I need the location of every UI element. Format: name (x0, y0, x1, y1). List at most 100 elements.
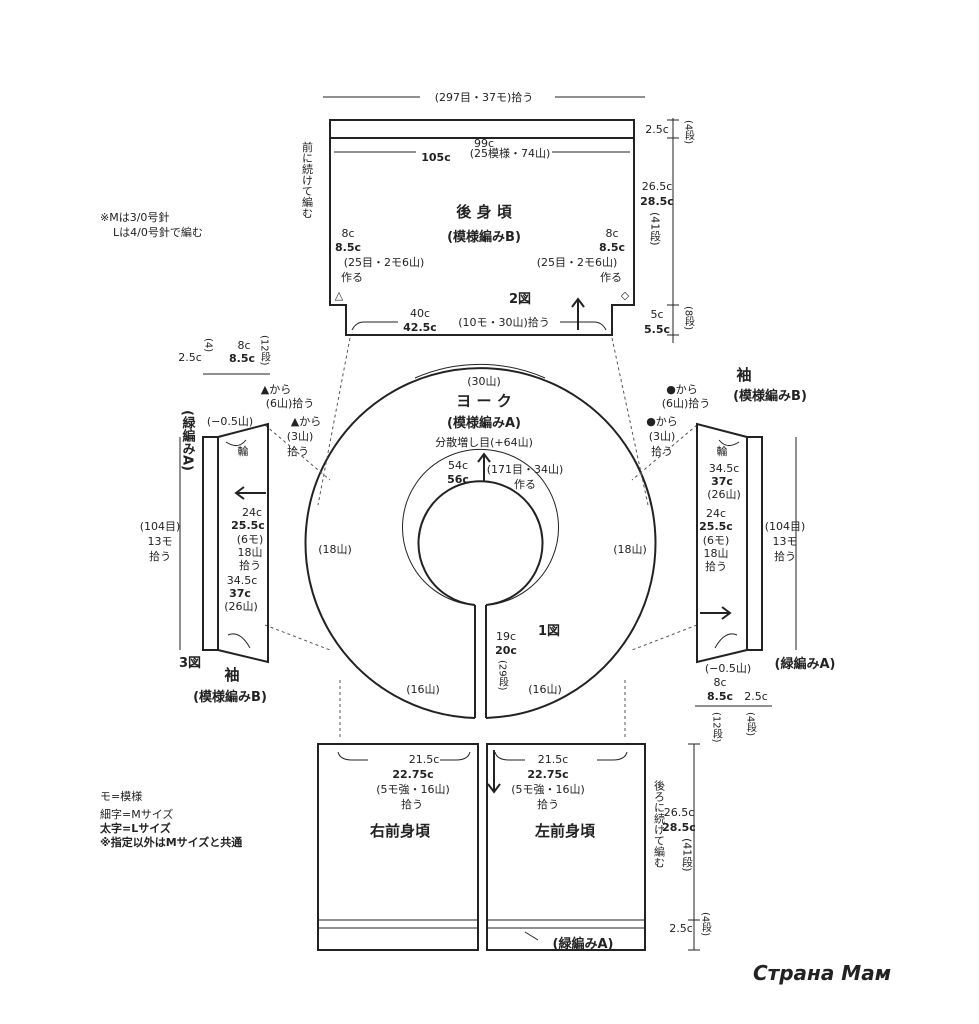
right-sleeve-band-label: (緑編みA) (775, 656, 836, 672)
right-sleeve-from2b: (3山) (649, 430, 676, 443)
back-right-m: 8c (605, 227, 618, 240)
right-front-width-l: 22.75c (392, 768, 433, 781)
needle-note-line1: ※Mは3/0号針 (100, 210, 169, 224)
right-arrow-icon (700, 606, 732, 620)
back-bottom-pickup: (10モ・30山)拾う (458, 315, 550, 329)
back-top-band-rows: (4段) (683, 120, 695, 144)
left-sleeve-top-rows: (12段) (259, 335, 271, 366)
left-sleeve-dec: (−0.5山) (207, 415, 253, 428)
left-sleeve-side2: 13モ (148, 535, 173, 548)
left-sleeve-top-w-l: 8.5c (229, 352, 255, 365)
legend-line2: 細字=Mサイズ (100, 807, 173, 821)
leader-line (524, 931, 539, 941)
left-sleeve-from2b: (3山) (287, 430, 314, 443)
connector-line (317, 337, 351, 506)
connector-line (611, 337, 649, 506)
right-front-curve-left (337, 751, 368, 761)
left-sleeve-side3: 拾う (149, 549, 171, 563)
right-front-pattern: (5モ強・16山) (376, 783, 450, 796)
left-front-height-m: 26.5c (664, 806, 695, 819)
back-height-m: 26.5c (642, 180, 673, 193)
left-sleeve-mid-pat3: 拾う (239, 558, 261, 572)
needle-note: ※Mは3/0号針 Lは4/0号針で編む (100, 210, 203, 239)
back-height-l: 28.5c (640, 195, 674, 208)
yoke-right-side: (18山) (613, 543, 647, 556)
connector-lines (264, 337, 698, 740)
right-sleeve-low-rows: (26山) (707, 488, 741, 501)
back-bottom-band-m: 5c (650, 308, 663, 321)
back-left-make: (25目・2モ6山) (344, 256, 425, 269)
back-left-l: 8.5c (335, 241, 361, 254)
right-sleeve: 袖 (模様編みB) ●から (6山)拾う ●から (3山) 拾う 輪 34.5c… (646, 366, 835, 743)
left-sleeve-title: 袖 (224, 666, 239, 684)
connector-line (264, 624, 331, 651)
right-sleeve-bot-w-small: 2.5c (744, 690, 768, 703)
yoke-open-m: 19c (496, 630, 516, 643)
left-sleeve-low-rows: (26山) (224, 600, 258, 613)
up-arrow-icon (571, 297, 585, 330)
yoke-fig-label: 1図 (538, 624, 560, 639)
triangle-mark-left: △ (335, 289, 344, 302)
right-sleeve-side3: 拾う (774, 549, 796, 563)
back-right-l: 8.5c (599, 241, 625, 254)
left-sleeve-band-label: (緑編みA) (180, 410, 196, 471)
back-bottom-band-rows: (8段) (683, 306, 695, 330)
yoke-outer-circle (304, 367, 657, 719)
left-sleeve-fig: 3図 (179, 656, 201, 671)
yoke-make: (171目・34山) (487, 463, 564, 476)
left-front-band-label: (緑編みA) (553, 936, 614, 952)
yoke-top: (30山) (467, 375, 501, 388)
yoke-piece: (30山) ヨ ー ク (模様編みA) 分散増し目(+64山) 54c 56c … (304, 363, 657, 719)
down-arrow-icon (487, 750, 501, 794)
connector-line (631, 424, 698, 481)
right-sleeve-low-m: 34.5c (709, 462, 740, 475)
back-piece: (297目・37モ)拾う 99c 105c (25模様・74山) 後 身 頃 (… (301, 90, 695, 343)
back-left-make2: 作る (341, 271, 363, 284)
legend: モ=模様 細字=Mサイズ 太字=Lサイズ ※指定以外はMサイズと共通 (99, 789, 242, 849)
right-sleeve-bot-rows-small: (4段) (745, 712, 757, 736)
left-sleeve-mid-pat: (6モ) (237, 533, 264, 546)
yoke-inner-circle (417, 480, 544, 606)
connector-line (264, 424, 331, 481)
back-left-m: 8c (341, 227, 354, 240)
left-front-height-l: 28.5c (662, 821, 696, 834)
left-arrow-icon (234, 486, 266, 500)
yoke-inner-pattern-curve (402, 448, 559, 605)
left-sleeve-from1b: (6山)拾う (266, 396, 315, 410)
left-front-title: 左前身頃 (534, 822, 596, 840)
left-sleeve-top-w-small: 2.5c (178, 351, 202, 364)
right-sleeve-mid-pat2: 18山 (704, 547, 729, 560)
right-sleeve-pattern: (模様編みB) (733, 388, 807, 404)
back-right-make: (25目・2モ6山) (537, 256, 618, 269)
front-pieces: 21.5c 22.75c (5モ強・16山) 拾う 右前身頃 21.5c 22.… (317, 743, 712, 952)
back-width-pattern: (25模様・74山) (470, 146, 551, 160)
right-sleeve-low-l: 37c (711, 475, 733, 488)
yoke-make2: 作る (514, 478, 536, 491)
left-front-outline (486, 743, 646, 951)
right-sleeve-from1b: (6山)拾う (662, 396, 711, 410)
left-sleeve-mid-pat2: 18山 (238, 546, 263, 559)
watermark-logo: Страна Мам (753, 961, 891, 985)
back-bottom-curve-right (560, 321, 607, 331)
right-sleeve-bot-w-l: 8.5c (707, 690, 733, 703)
right-sleeve-mid-m: 24c (706, 507, 726, 520)
left-front-band-rows: (4段) (700, 912, 712, 936)
right-sleeve-side: (104目) (765, 520, 806, 533)
yoke-height-l: 56c (447, 473, 469, 486)
back-top-band: 2.5c (645, 123, 669, 136)
yoke-bottom-right: (16山) (528, 683, 562, 696)
left-sleeve-low-l: 37c (229, 587, 251, 600)
yoke-left-side: (18山) (318, 543, 352, 556)
right-sleeve-ring: 輪 (717, 444, 728, 458)
yoke-open-rows: (29段) (497, 660, 509, 691)
left-sleeve-from2: ▲から (291, 415, 321, 428)
back-bottom-l: 42.5c (403, 321, 437, 334)
right-sleeve-bot-rows: (12段) (711, 712, 723, 743)
right-sleeve-band (746, 436, 763, 651)
left-front-pickup: 拾う (537, 797, 559, 811)
left-front-width-m: 21.5c (538, 753, 569, 766)
left-front-pattern: (5モ強・16山) (511, 783, 585, 796)
right-front-title: 右前身頃 (370, 822, 431, 840)
left-sleeve-from2c: 拾う (287, 444, 309, 458)
